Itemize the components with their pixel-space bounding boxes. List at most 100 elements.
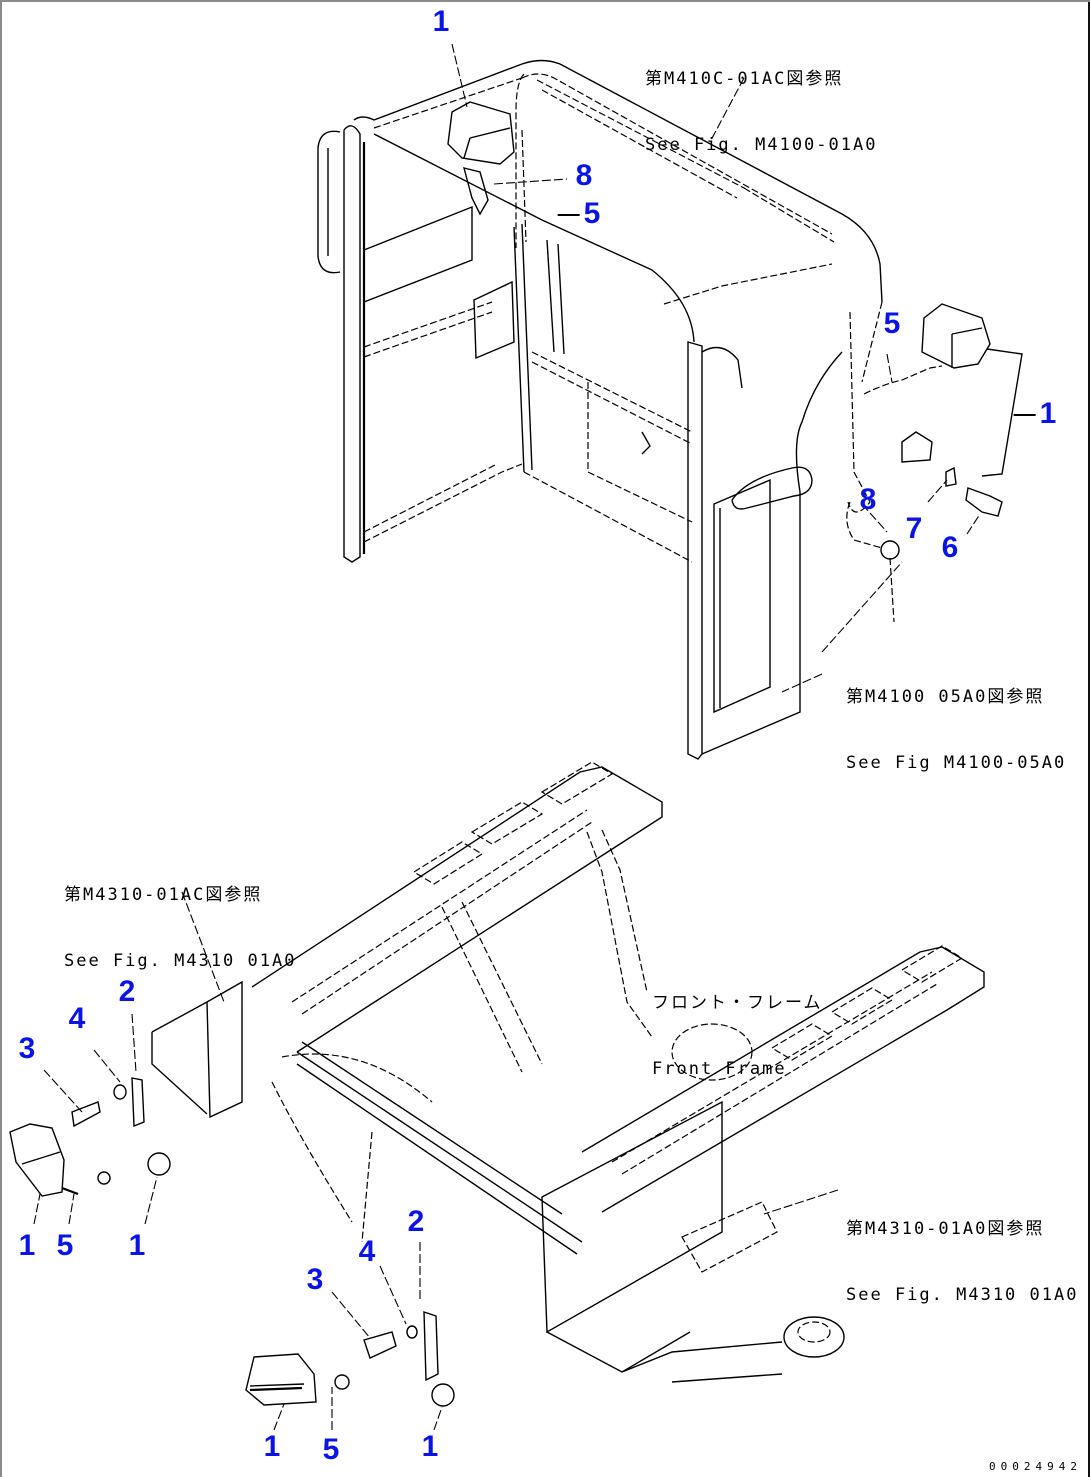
frame-left-lamp-drawing [9, 1077, 171, 1197]
bracket [901, 431, 933, 463]
cab-roof-mid [663, 263, 833, 305]
cab-top-left-lamp-drawing [447, 73, 527, 248]
frame-boss-inner [797, 1321, 831, 1343]
callout-part-2: 2 [118, 975, 136, 1008]
callout-part-1: 1 [263, 1430, 281, 1463]
reference-note-frame-right: 第M4310-01A0図参照 See Fig. M4310 01A0 [846, 1174, 1078, 1350]
component-label-front-frame: フロント・フレーム Front Frame [652, 948, 823, 1124]
reference-note-cab-roof: 第M410C-01AC図参照 See Fig. M4100-01A0 [645, 24, 877, 200]
reference-jp: 第M4100 05A0図参照 [846, 687, 1045, 707]
ref-leader [821, 561, 903, 653]
bracket [131, 1077, 145, 1128]
frame-right-pads [770, 945, 964, 1061]
frame-step [681, 1201, 778, 1273]
connector [334, 1374, 350, 1390]
callout-part-5: 5 [322, 1433, 340, 1466]
callout-part-1: 1 [18, 1229, 36, 1262]
leader [273, 1403, 285, 1431]
washer [406, 1325, 418, 1339]
washer [113, 1084, 127, 1100]
harness-connector [61, 1186, 79, 1196]
frame-pivot [671, 1023, 753, 1081]
front-frame-assembly [151, 761, 985, 1383]
callout-part-1: 1 [128, 1229, 146, 1262]
callout-part-3: 3 [306, 1263, 324, 1296]
component-label-jp: フロント・フレーム [652, 993, 823, 1013]
lamp-body [921, 303, 991, 369]
cab-front-roof-edge [373, 133, 695, 343]
bolt [71, 1101, 101, 1128]
ref-leader [781, 673, 823, 693]
callout-part-5: 5 [56, 1229, 74, 1262]
reference-en: See Fig M4100-05A0 [846, 753, 1067, 773]
lamp-body [245, 1353, 317, 1406]
frame-right-rail [581, 946, 985, 1213]
callout-label: 5 [583, 197, 601, 230]
reference-en: See Fig. M4100-01A0 [645, 135, 878, 155]
cab-roof [353, 59, 883, 303]
lamp-lens [249, 1386, 303, 1392]
leader-lines [33, 43, 981, 1431]
lamp-body [447, 101, 515, 165]
reference-jp: 第M4310-01A0図参照 [846, 1219, 1045, 1239]
callout-part-8: 8 [575, 159, 593, 192]
nut [431, 1383, 455, 1407]
cab-assembly [317, 59, 883, 760]
frame-rear-box [541, 1100, 723, 1373]
cab-door [701, 346, 843, 755]
leader [433, 1406, 443, 1431]
leader [43, 1069, 83, 1113]
cab-door-handle [731, 466, 813, 510]
callout-part-5: 5 [883, 307, 901, 340]
cab-rear-beam [363, 301, 523, 543]
callout-part-3: 3 [18, 1032, 36, 1065]
reference-note-cab-side: 第M4100 05A0図参照 See Fig M4100-05A0 [846, 642, 1066, 818]
ref-leader [181, 891, 225, 1003]
leader [144, 1176, 158, 1225]
cab-floor-right [523, 351, 693, 563]
cab-right-edge [861, 301, 883, 383]
cab-floor-mark [641, 431, 651, 455]
callout-label: 1 [1039, 397, 1057, 430]
harness [515, 73, 527, 248]
frame-pad [412, 761, 614, 885]
cab-rear-panel [363, 205, 473, 304]
cab-left-post [343, 125, 361, 563]
callout-part-5: 5 [558, 199, 601, 229]
callout-part-4: 4 [68, 1002, 86, 1035]
leader [966, 513, 981, 535]
frame-left-rail-inner [291, 809, 593, 1015]
frame-lower-lamp-drawing [245, 1311, 455, 1407]
reference-en: See Fig. M4310 01A0 [64, 951, 297, 971]
harness-down [846, 501, 895, 623]
frame-boss [783, 1316, 845, 1358]
lamp-body [9, 1123, 65, 1197]
frame-lower-beam [621, 1341, 783, 1383]
roof-rail [536, 79, 835, 243]
leader [927, 479, 948, 503]
reference-note-frame-left: 第M4310-01AC図参照 See Fig. M4310 01A0 [64, 840, 296, 1016]
callout-part-7: 7 [905, 512, 923, 545]
callout-part-2: 2 [407, 1205, 425, 1238]
leader [331, 1291, 371, 1339]
leader [93, 1049, 121, 1083]
cab-front-post [687, 341, 703, 760]
harness-loop [847, 311, 943, 513]
callout-part-1: 1 [421, 1430, 439, 1463]
leader [451, 43, 468, 108]
reference-jp: 第M4310-01AC図参照 [64, 885, 263, 905]
frame-right-rail-inner [611, 971, 938, 1175]
cab-door-window [713, 478, 771, 714]
cab-access-panel [473, 280, 515, 360]
leader [131, 1013, 137, 1073]
lamp-bracket [463, 167, 489, 216]
leader [379, 1265, 407, 1325]
bolt [363, 1331, 397, 1359]
callout-part-8: 8 [859, 483, 877, 516]
bracket [423, 1311, 439, 1382]
callout-part-1: 1 [1014, 399, 1057, 429]
frame-left-rail-top [251, 766, 663, 1053]
leader [493, 178, 568, 185]
